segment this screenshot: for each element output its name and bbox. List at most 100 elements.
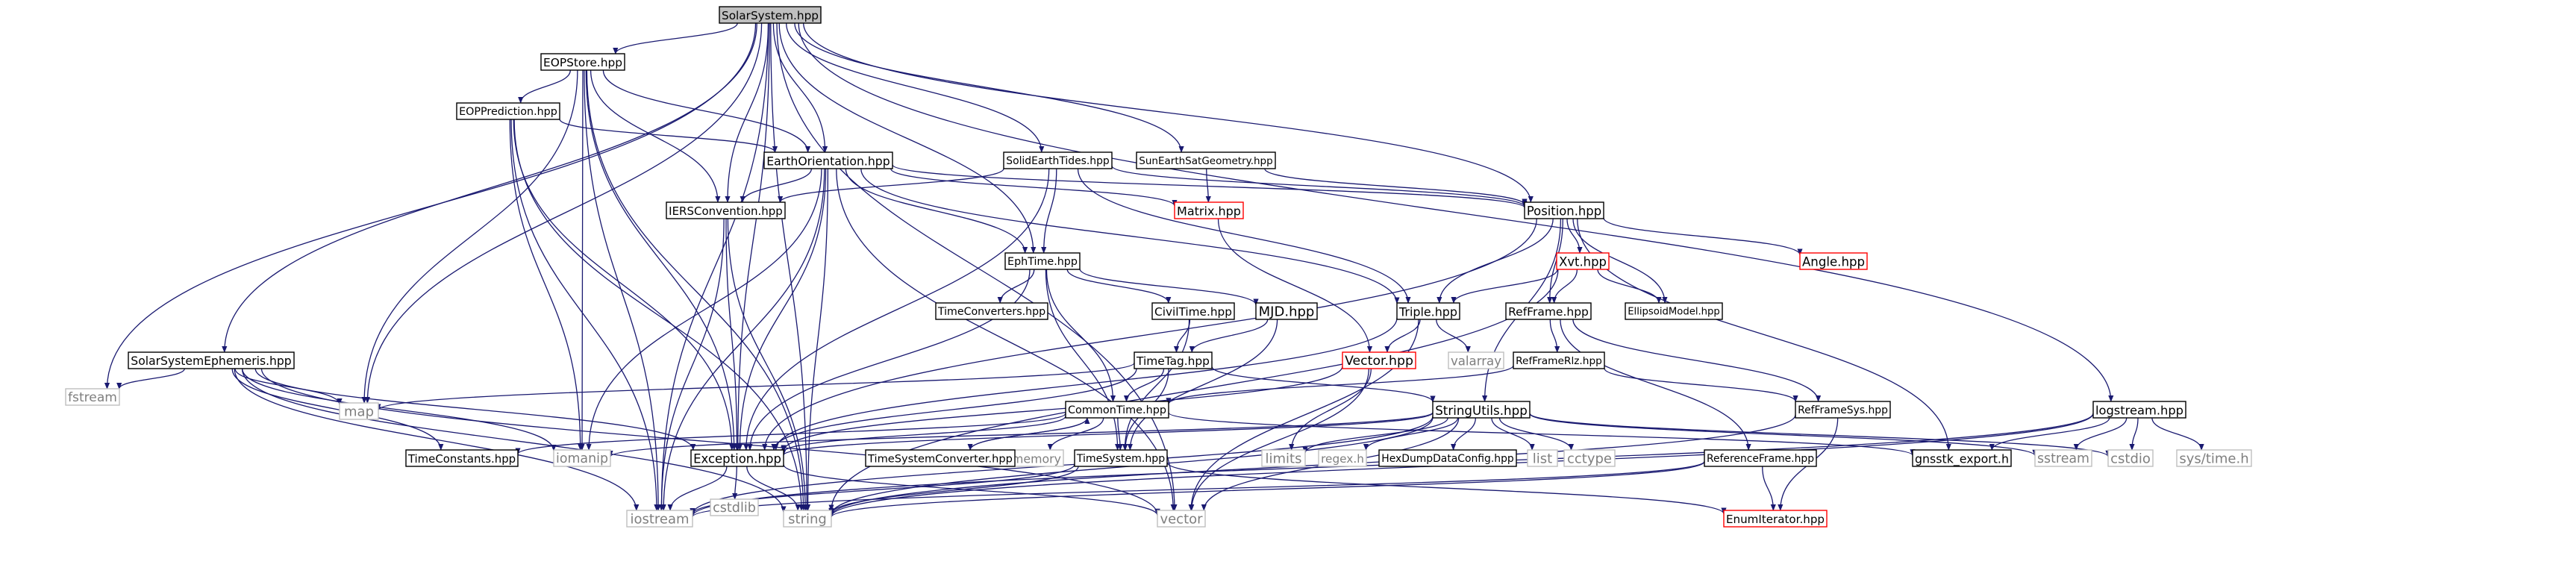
node-eop-store[interactable]: EOPStore.hpp [540,53,625,71]
edge-earth-orientation-to-iomanip [586,168,822,451]
node-box[interactable] [1151,302,1235,320]
node-box[interactable] [1174,201,1244,219]
node-box[interactable] [1255,302,1318,320]
node-xvt[interactable]: Xvt.hpp [1556,252,1610,270]
edge-time-tag-to-map [375,362,1135,411]
node-eop-prediction[interactable]: EOPPrediction.hpp [456,102,560,120]
edge-ref-frame-to-ref-frame-rlz [1549,319,1560,353]
edge-eph-time-to-time-system [1045,269,1121,451]
edge-exception-to-iostream [667,466,728,511]
node-ref-frame-rlz[interactable]: RefFrameRlz.hpp [1513,351,1605,369]
node-box[interactable] [1342,351,1416,369]
node-time-constants[interactable]: TimeConstants.hpp [405,449,519,467]
node-ref-frame-sys[interactable]: RefFrameSys.hpp [1795,401,1891,419]
node-mjd[interactable]: MJD.hpp [1255,302,1318,320]
node-label: Exception.hpp [693,452,781,466]
node-box[interactable] [1556,252,1610,270]
node-box[interactable] [1074,449,1168,467]
node-reference-frame[interactable]: ReferenceFrame.hpp [1704,449,1817,467]
edge-eop-store-to-exception [585,69,737,451]
node-label: ReferenceFrame.hpp [1707,453,1814,465]
node-root[interactable]: SolarSystem.hpp [719,6,822,24]
node-box[interactable] [666,201,786,219]
node-common-time[interactable]: CommonTime.hpp [1065,401,1169,419]
node-box[interactable] [1704,449,1817,467]
edge-root-to-exception [735,22,770,451]
node-string-utils[interactable]: StringUtils.hpp [1432,401,1531,419]
node-box[interactable] [2092,401,2186,419]
edge-mjd-to-time-tag [1189,319,1269,353]
node-civil-time[interactable]: CivilTime.hpp [1151,302,1235,320]
node-enum-iterator[interactable]: EnumIterator.hpp [1723,510,1828,528]
edge-solar-system-ephemeris-to-iostream [234,368,640,511]
edge-time-system-converter-to-common-time [969,417,1090,451]
edge-common-time-to-time-constants [515,413,1066,455]
node-exception[interactable]: Exception.hpp [690,449,784,467]
node-eph-time[interactable]: EphTime.hpp [1004,252,1081,270]
node-box[interactable] [1795,401,1891,419]
node-box[interactable] [1136,151,1276,169]
node-angle[interactable]: Angle.hpp [1799,252,1868,270]
node-label: RefFrameSys.hpp [1798,404,1888,416]
node-time-system-converter[interactable]: TimeSystemConverter.hpp [865,449,1016,467]
node-box[interactable] [1513,351,1605,369]
node-box[interactable] [456,102,560,120]
node-ref-frame[interactable]: RefFrame.hpp [1505,302,1592,320]
node-cctype: cctype [1563,449,1616,467]
node-triple[interactable]: Triple.hpp [1396,302,1460,320]
node-box[interactable] [1625,302,1723,320]
node-label: MJD.hpp [1259,304,1315,320]
node-box[interactable] [1723,510,1828,528]
edge-solid-earth-tides-to-eph-time [1041,168,1057,254]
edge-iers-convention-to-string [727,218,808,511]
edge-string-utils-to-sstream [1529,413,2038,457]
node-box[interactable] [1004,252,1081,270]
edge-iers-convention-to-iostream [658,218,725,511]
node-label: Position.hpp [1527,204,1601,219]
node-time-converters[interactable]: TimeConverters.hpp [935,302,1048,320]
node-box[interactable] [1134,351,1213,369]
node-label: gnsstk_export.h [1915,452,2009,467]
node-time-tag[interactable]: TimeTag.hpp [1134,351,1213,369]
node-iers-convention[interactable]: IERSConvention.hpp [666,201,786,219]
node-box[interactable] [1396,302,1460,320]
node-gnsstk-export[interactable]: gnsstk_export.h [1912,449,2012,467]
node-sun-earth-sat-geometry[interactable]: SunEarthSatGeometry.hpp [1136,151,1276,169]
node-box[interactable] [405,449,519,467]
node-box[interactable] [1065,401,1169,419]
node-ellipsoid-model[interactable]: EllipsoidModel.hpp [1625,302,1723,320]
node-vector-hpp[interactable]: Vector.hpp [1342,351,1416,369]
node-solid-earth-tides[interactable]: SolidEarthTides.hpp [1003,151,1113,169]
node-box[interactable] [763,151,893,169]
node-hexdump-config[interactable]: HexDumpDataConfig.hpp [1378,449,1517,467]
node-label: TimeSystemConverter.hpp [867,453,1013,466]
node-position[interactable]: Position.hpp [1524,201,1604,219]
node-box[interactable] [935,302,1048,320]
node-earth-orientation[interactable]: EarthOrientation.hpp [763,151,893,169]
node-box[interactable] [1524,201,1604,219]
node-box[interactable] [1003,151,1113,169]
node-box[interactable] [865,449,1016,467]
edge-position-to-angle [1603,217,1803,256]
edge-eph-time-to-exception [747,269,1031,451]
node-regex: regex.h [1318,449,1367,467]
node-time-system[interactable]: TimeSystem.hpp [1074,449,1168,467]
node-box[interactable] [1505,302,1592,320]
edge-eop-store-to-iostream [584,69,661,511]
node-logstream[interactable]: logstream.hpp [2092,401,2186,419]
node-box[interactable] [1378,449,1517,467]
node-box[interactable] [128,351,295,369]
node-label: map [344,404,374,420]
node-box[interactable] [540,53,625,71]
node-matrix[interactable]: Matrix.hpp [1174,201,1244,219]
node-solar-system-ephemeris[interactable]: SolarSystemEphemeris.hpp [128,351,295,369]
node-box[interactable] [1799,252,1868,270]
edge-position-to-gnsstk-export [1577,218,1951,451]
node-box[interactable] [1912,449,2012,467]
node-box[interactable] [719,6,822,24]
node-label: SunEarthSatGeometry.hpp [1139,155,1272,167]
edge-eop-store-to-iomanip [579,69,585,451]
node-box [2034,449,2092,467]
node-box[interactable] [690,449,784,467]
node-box[interactable] [1432,401,1531,419]
